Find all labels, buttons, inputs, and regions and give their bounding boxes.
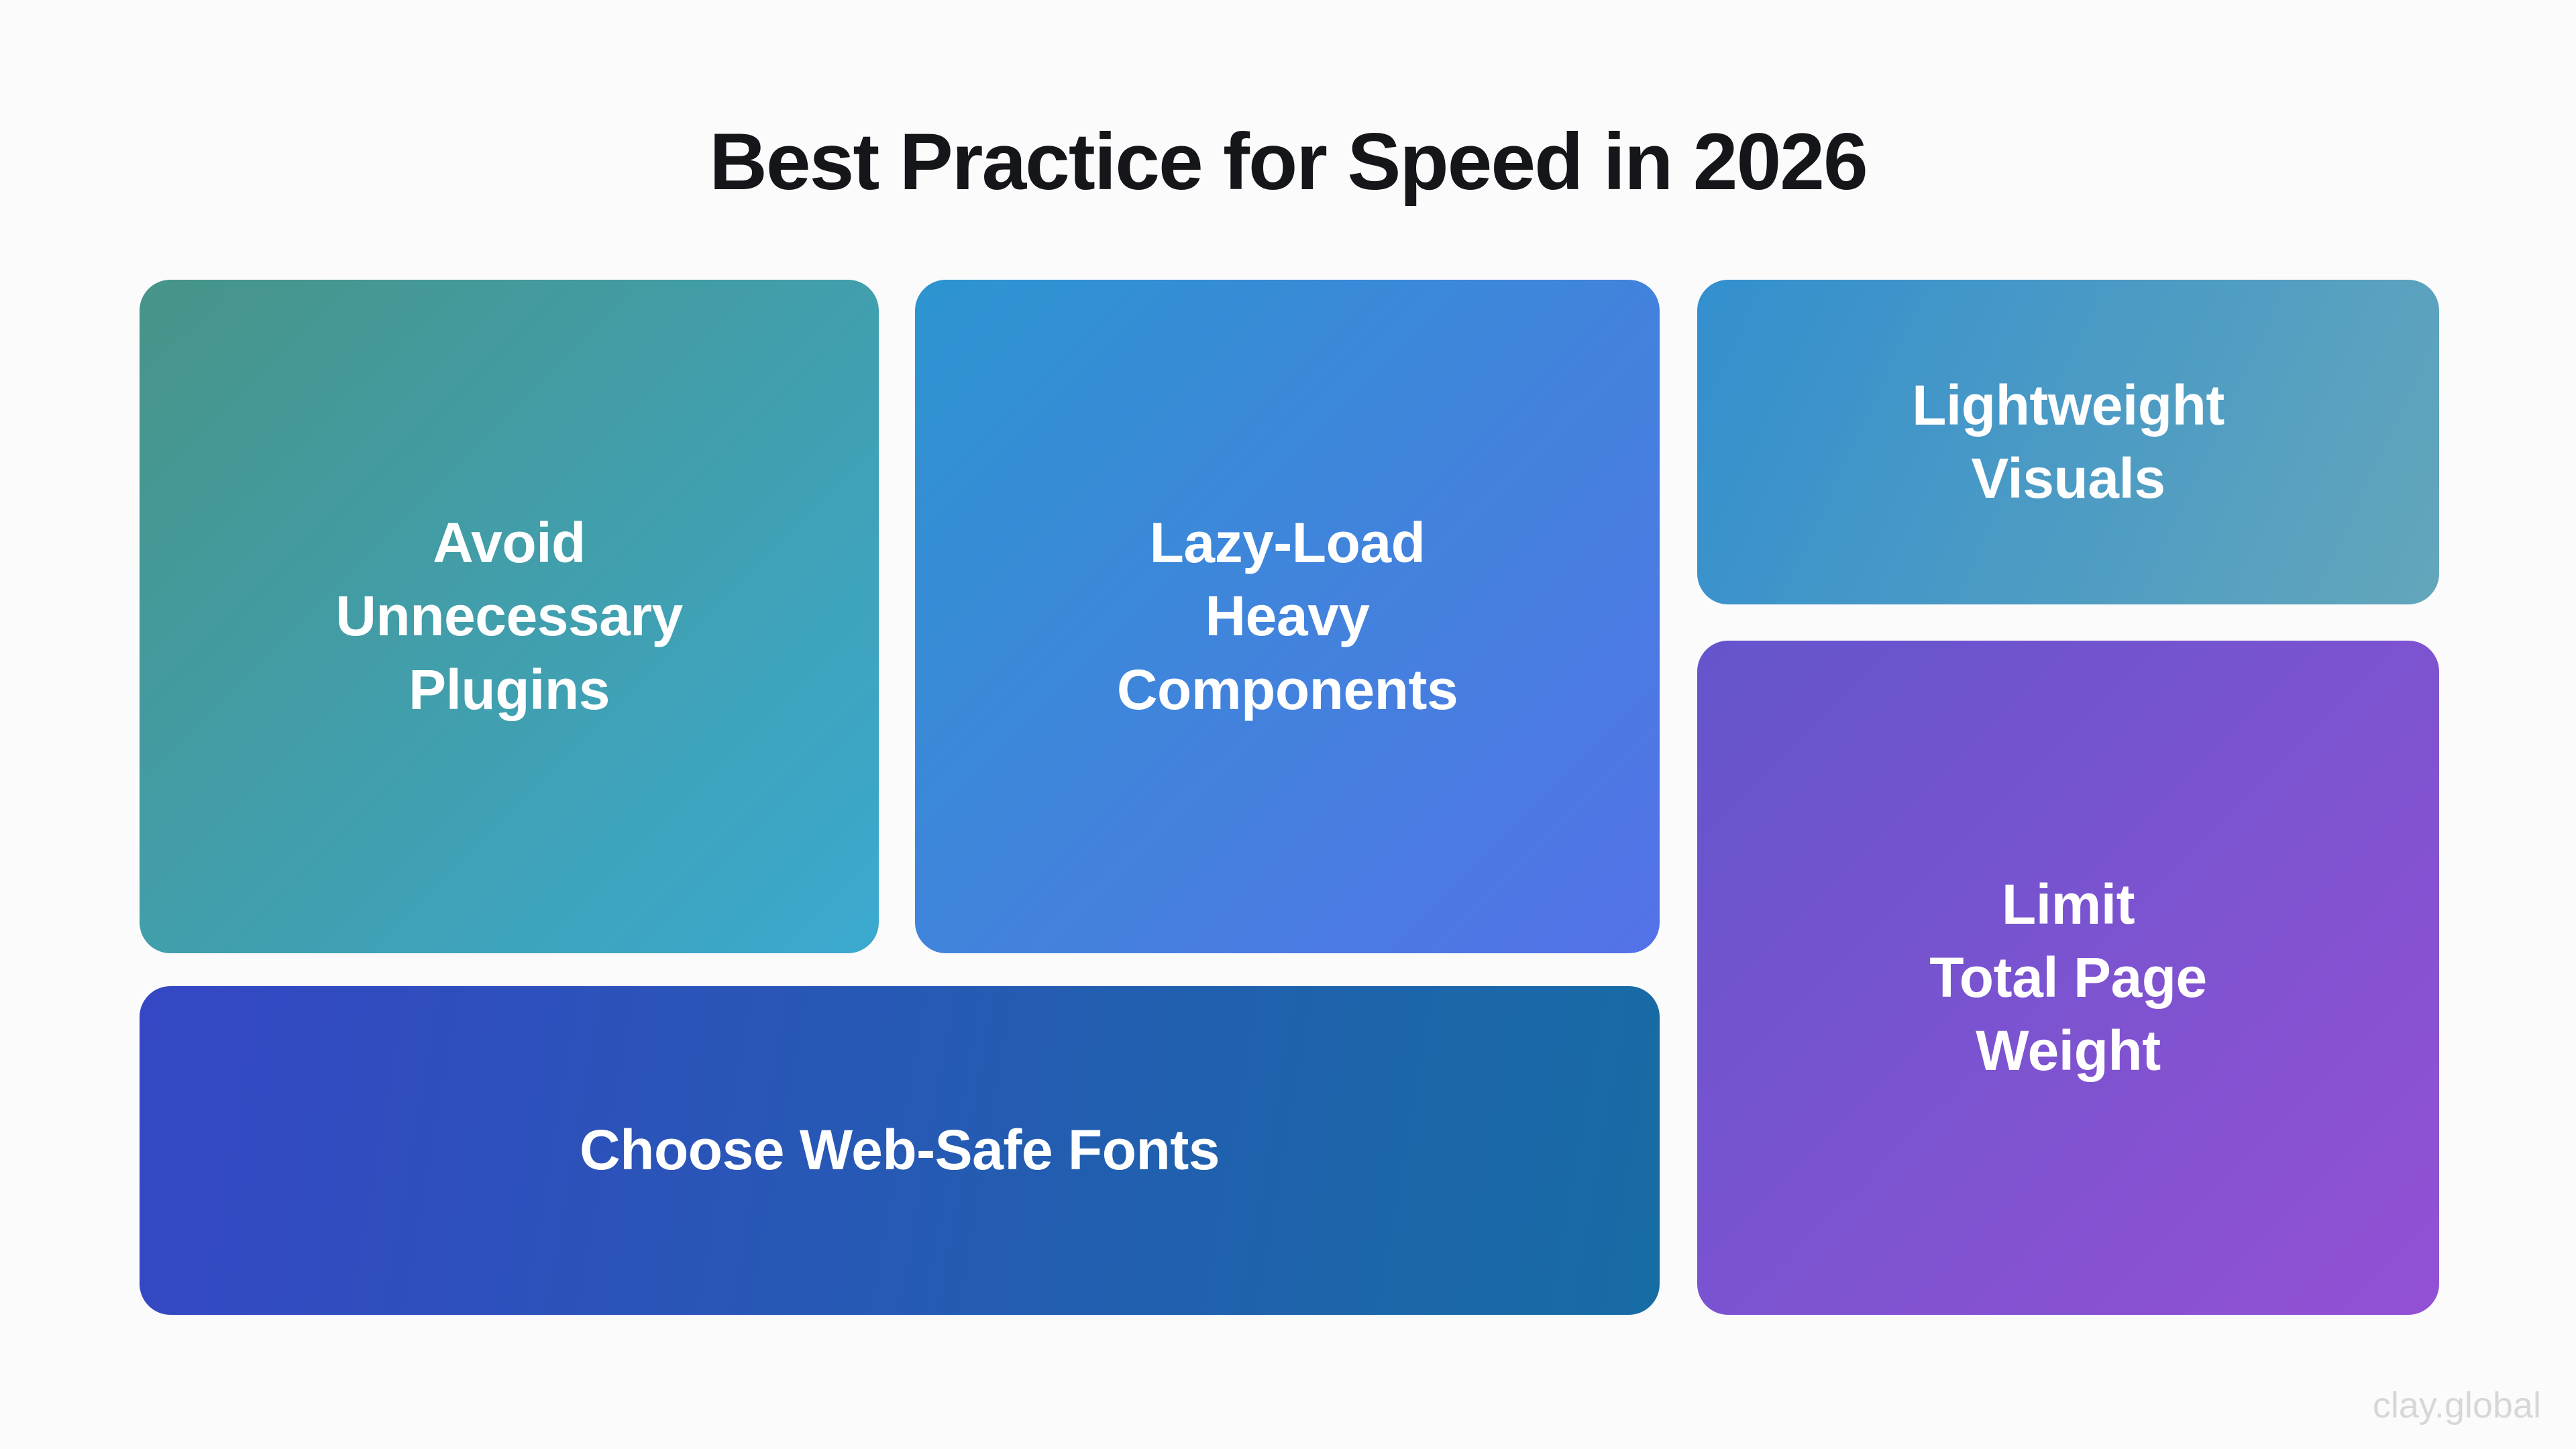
card-label: Lightweight Visuals [1912, 369, 2224, 515]
card-lightweight-visuals: Lightweight Visuals [1697, 280, 2439, 604]
card-limit-total-page-weight: Limit Total Page Weight [1697, 641, 2439, 1315]
card-label-line: Visuals [1971, 447, 2165, 510]
card-label-line: Lightweight [1912, 373, 2224, 437]
card-label-line: Avoid [433, 511, 586, 575]
card-lazy-load-heavy-components: Lazy-Load Heavy Components [915, 280, 1660, 953]
card-label: Limit Total Page Weight [1929, 868, 2207, 1088]
card-label-line: Unnecessary [335, 584, 683, 648]
card-label-line: Plugins [409, 657, 610, 721]
card-label-line: Total Page [1929, 945, 2207, 1009]
card-avoid-unnecessary-plugins: Avoid Unnecessary Plugins [140, 280, 879, 953]
card-label: Choose Web-Safe Fonts [580, 1114, 1220, 1187]
card-label: Lazy-Load Heavy Components [1117, 506, 1458, 727]
watermark: clay.global [2372, 1385, 2541, 1426]
card-choose-web-safe-fonts: Choose Web-Safe Fonts [140, 986, 1660, 1315]
card-label-line: Lazy-Load [1149, 511, 1426, 575]
card-label-line: Components [1116, 657, 1458, 721]
card-label-line: Heavy [1205, 584, 1370, 648]
card-label-line: Weight [1976, 1019, 2161, 1083]
card-label-line: Choose Web-Safe Fonts [579, 1118, 1220, 1182]
card-label: Avoid Unnecessary Plugins [335, 506, 683, 727]
page-title: Best Practice for Speed in 2026 [709, 117, 1868, 207]
card-label-line: Limit [2001, 872, 2135, 936]
